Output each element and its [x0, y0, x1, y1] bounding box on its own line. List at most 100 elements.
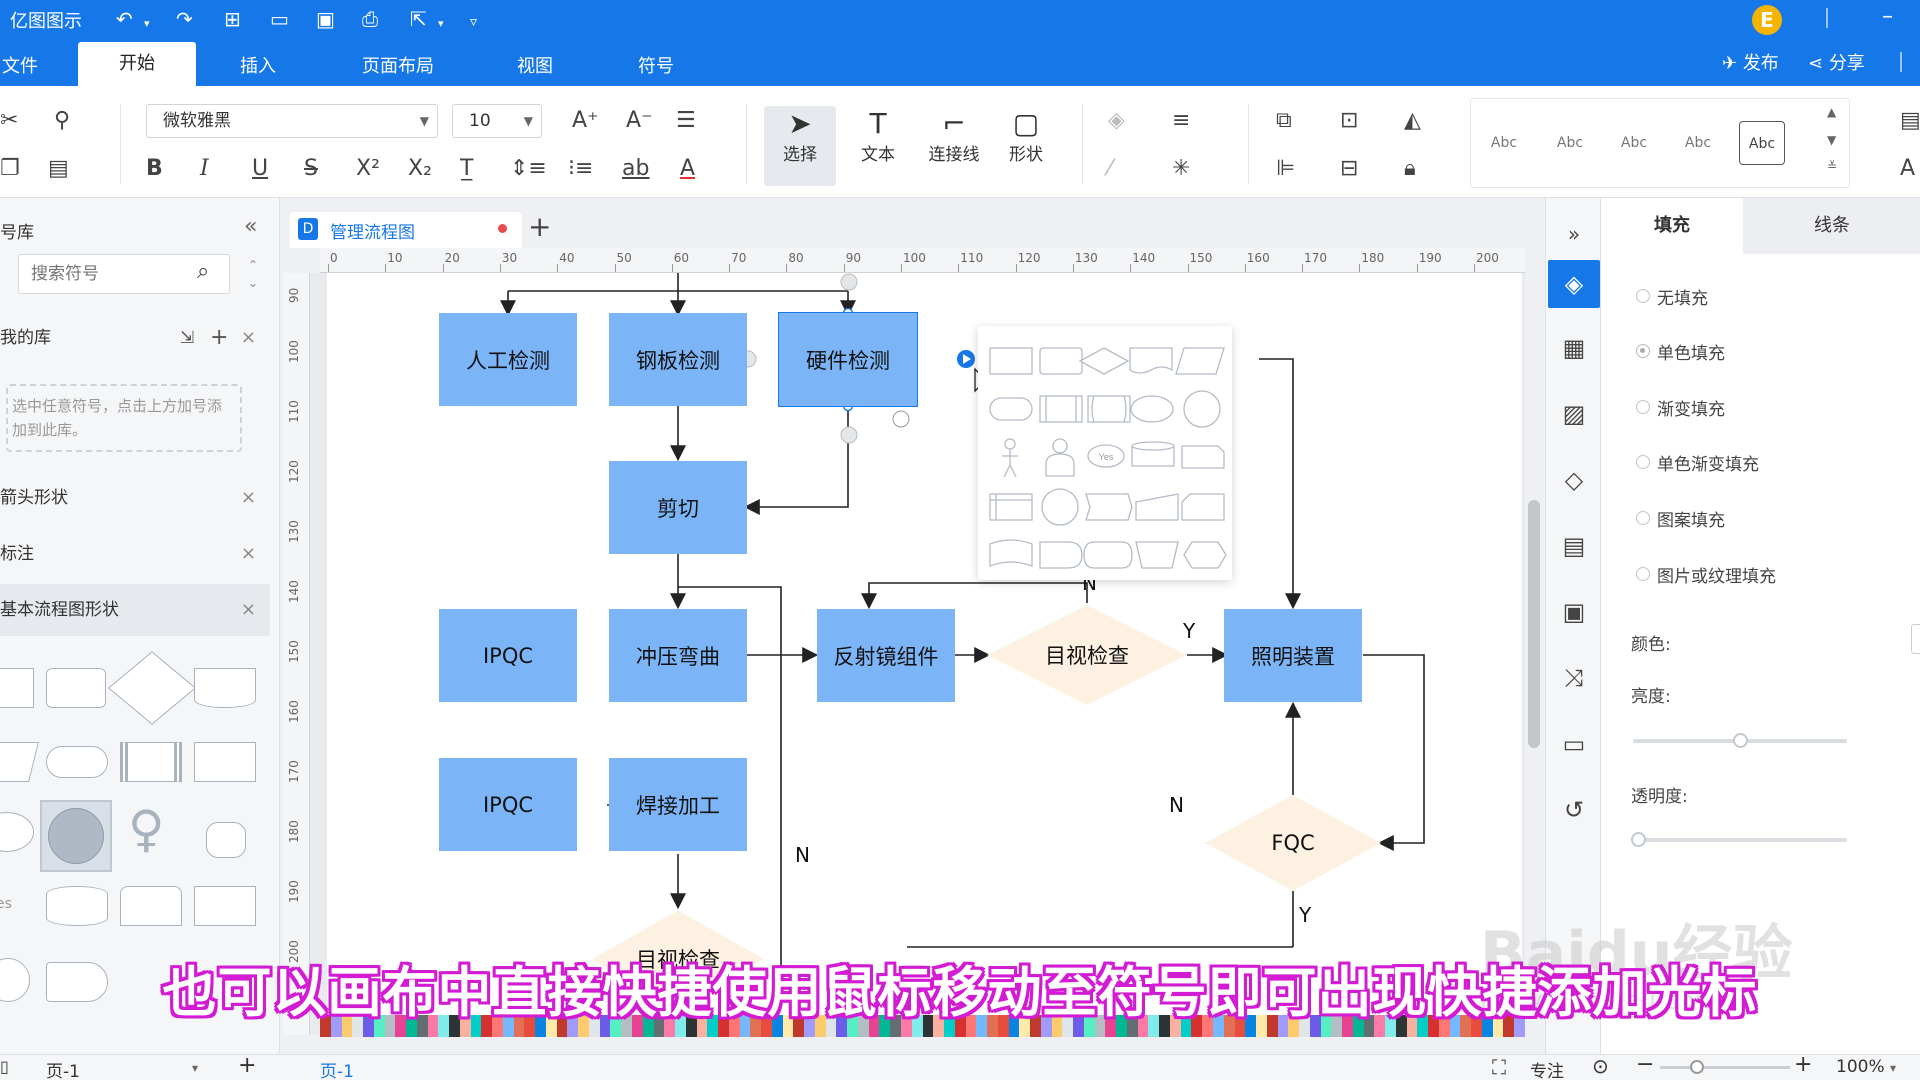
radio-texture-fill[interactable]: [1636, 567, 1650, 581]
save-icon[interactable]: ▣: [316, 7, 335, 31]
grid-panel-icon[interactable]: ▦: [1562, 334, 1586, 362]
terminator-shape[interactable]: [46, 746, 108, 778]
delay-shape[interactable]: [46, 962, 108, 1002]
person-shape-icon[interactable]: ♀: [128, 800, 165, 858]
expand-panel-icon[interactable]: »: [1567, 222, 1581, 246]
decision-shape[interactable]: [107, 651, 197, 725]
my-library-header[interactable]: 我的库 ⇲ + ×: [0, 312, 270, 364]
color-swatch[interactable]: [933, 1015, 945, 1037]
color-swatch[interactable]: [653, 1015, 665, 1037]
import-icon[interactable]: ⇲: [180, 328, 195, 348]
cut-icon[interactable]: ✂: [0, 108, 19, 133]
group-icon[interactable]: ⊡: [1340, 108, 1359, 133]
color-swatch[interactable]: [395, 1015, 407, 1037]
radio-pattern-fill[interactable]: [1636, 511, 1650, 525]
color-swatch[interactable]: [1481, 1015, 1494, 1037]
color-swatch[interactable]: [1126, 1015, 1139, 1037]
color-swatch[interactable]: [1180, 1015, 1192, 1037]
node-lighting[interactable]: 照明装置: [1224, 609, 1362, 702]
card-shape[interactable]: [120, 886, 182, 926]
color-swatch[interactable]: [944, 1015, 956, 1037]
color-palette[interactable]: [320, 1015, 1526, 1037]
select-tool-button[interactable]: ➤选择: [764, 106, 836, 186]
font-size-select[interactable]: 10▼: [452, 104, 542, 138]
color-swatch[interactable]: [599, 1015, 611, 1037]
data-shape[interactable]: [0, 742, 39, 782]
style-sample-selected[interactable]: Abc: [1739, 121, 1785, 165]
tab-file[interactable]: 文件: [2, 56, 38, 77]
customize-toolbar-icon[interactable]: ▿: [470, 14, 478, 30]
color-swatch[interactable]: [578, 1015, 590, 1037]
color-swatch[interactable]: [1492, 1015, 1504, 1037]
color-swatch[interactable]: [718, 1015, 730, 1037]
copy-icon[interactable]: ❐: [0, 156, 20, 181]
node-manual-inspection[interactable]: 人工检测: [439, 313, 577, 406]
history-panel-icon[interactable]: ↺: [1563, 796, 1585, 824]
color-swatch[interactable]: [1245, 1015, 1257, 1037]
lock-icon[interactable]: 🔒︎: [1404, 156, 1416, 181]
brightness-handle[interactable]: [1733, 733, 1748, 748]
color-swatch[interactable]: [1514, 1015, 1526, 1037]
color-swatch[interactable]: [330, 1015, 342, 1037]
ribbon-more-icon-2[interactable]: A: [1900, 156, 1916, 181]
decrease-font-icon[interactable]: A⁻: [626, 108, 653, 133]
close-icon[interactable]: ×: [240, 599, 256, 620]
color-swatch[interactable]: [1374, 1015, 1386, 1037]
color-swatch[interactable]: [406, 1015, 418, 1037]
document-shape[interactable]: [194, 668, 256, 708]
color-swatch[interactable]: [825, 1015, 837, 1037]
color-swatch[interactable]: [976, 1015, 988, 1037]
color-swatch[interactable]: [438, 1015, 450, 1037]
add-icon[interactable]: +: [210, 325, 229, 350]
yes-shape-label[interactable]: es: [0, 896, 12, 912]
radio-single-gradient-fill[interactable]: [1636, 455, 1650, 469]
color-swatch[interactable]: [1352, 1015, 1365, 1037]
color-swatch[interactable]: [987, 1015, 999, 1037]
font-family-select[interactable]: 微软雅黑▼: [146, 104, 438, 138]
superscript-icon[interactable]: X²: [356, 156, 380, 181]
shape-tool-button[interactable]: ▢形状: [990, 108, 1062, 166]
color-swatch[interactable]: [1083, 1015, 1096, 1037]
color-swatch[interactable]: [470, 1015, 482, 1037]
color-swatch[interactable]: [1148, 1015, 1160, 1037]
color-swatch[interactable]: [771, 1015, 784, 1037]
user-avatar[interactable]: E: [1752, 5, 1782, 35]
selected-shape-tile[interactable]: [40, 800, 112, 872]
color-swatch[interactable]: [1062, 1015, 1074, 1037]
color-swatch[interactable]: [1460, 1015, 1472, 1037]
color-swatch[interactable]: [1040, 1015, 1053, 1037]
color-swatch[interactable]: [900, 1015, 913, 1037]
color-swatch[interactable]: [556, 1015, 568, 1037]
color-picker[interactable]: [1911, 624, 1920, 654]
color-swatch[interactable]: [352, 1015, 364, 1037]
zoom-slider[interactable]: [1660, 1060, 1790, 1074]
color-swatch[interactable]: [954, 1015, 967, 1037]
color-swatch[interactable]: [1116, 1015, 1128, 1037]
canvas-area[interactable]: 人工检测 钢板检测 硬件检测 剪切 IPQC 冲压弯曲 反射镜组件 照明装置 I…: [310, 273, 1525, 1035]
color-swatch[interactable]: [1256, 1015, 1268, 1037]
node-hardware-inspection[interactable]: 硬件检测: [778, 312, 918, 407]
color-swatch[interactable]: [997, 1015, 1010, 1037]
tab-view[interactable]: 视图: [517, 56, 553, 77]
symbol-search-box[interactable]: ⌕: [18, 254, 230, 294]
rounded-rect-shape[interactable]: [46, 668, 106, 708]
distribute-icon[interactable]: ⊟: [1340, 156, 1359, 181]
drawing-page[interactable]: 人工检测 钢板检测 硬件检测 剪切 IPQC 冲压弯曲 反射镜组件 照明装置 I…: [327, 273, 1522, 1035]
decision-visual-check-2[interactable]: 目视检查: [636, 948, 720, 972]
color-swatch[interactable]: [1137, 1015, 1149, 1037]
close-icon[interactable]: ×: [240, 543, 256, 564]
color-swatch[interactable]: [728, 1015, 741, 1037]
manual-shape[interactable]: [194, 742, 256, 782]
color-swatch[interactable]: [707, 1015, 719, 1037]
color-swatch[interactable]: [545, 1015, 558, 1037]
node-reflector[interactable]: 反射镜组件: [817, 609, 955, 702]
color-swatch[interactable]: [1363, 1015, 1375, 1037]
color-swatch[interactable]: [664, 1015, 676, 1037]
color-swatch[interactable]: [696, 1015, 708, 1037]
color-swatch[interactable]: [320, 1015, 332, 1037]
color-swatch[interactable]: [567, 1015, 579, 1037]
color-swatch[interactable]: [1288, 1015, 1300, 1037]
process-shape[interactable]: [0, 668, 34, 708]
play-icon[interactable]: ⊙: [1592, 1054, 1609, 1078]
zoom-out-icon[interactable]: −: [1636, 1052, 1655, 1077]
